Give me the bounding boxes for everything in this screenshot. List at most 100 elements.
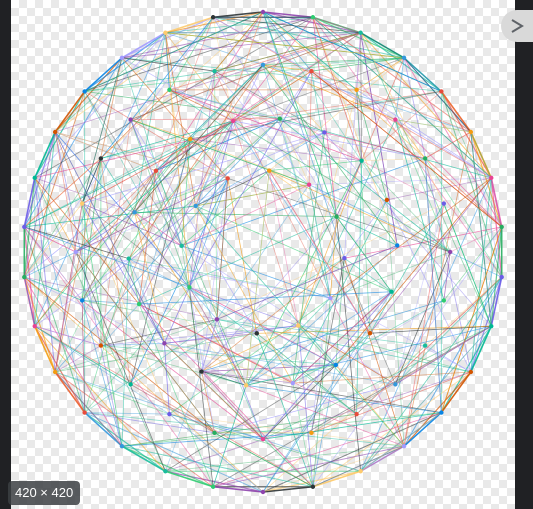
graph-edge bbox=[34, 16, 314, 179]
graph-vertices bbox=[22, 9, 504, 495]
graph-edge bbox=[54, 131, 190, 288]
graph-vertex bbox=[322, 130, 327, 135]
graph-edge bbox=[360, 32, 442, 92]
graph-edge bbox=[233, 120, 426, 159]
graph-edge bbox=[440, 91, 503, 278]
graph-edge bbox=[54, 131, 77, 253]
graph-edge bbox=[100, 89, 170, 159]
graph-edge bbox=[34, 177, 140, 305]
graph-edge bbox=[386, 199, 405, 447]
graph-edge bbox=[181, 139, 191, 246]
graph-vertex bbox=[163, 30, 168, 35]
graph-vertex bbox=[310, 15, 316, 20]
graph-edge bbox=[165, 364, 337, 472]
graph-edge bbox=[23, 158, 102, 278]
graph-edge bbox=[75, 251, 331, 299]
graph-edge bbox=[82, 132, 325, 204]
graph-edge bbox=[308, 184, 502, 278]
graph-edge bbox=[335, 177, 492, 366]
graph-edge bbox=[54, 131, 165, 344]
graph-edge bbox=[134, 138, 191, 213]
graph-edge bbox=[121, 57, 442, 92]
graph-vertex bbox=[260, 437, 266, 442]
graph-edge bbox=[165, 470, 264, 493]
graph-edge bbox=[81, 158, 102, 301]
graph-edge bbox=[292, 382, 314, 487]
graph-vertex bbox=[254, 331, 259, 336]
graph-edge bbox=[246, 384, 442, 413]
graph-edge bbox=[164, 342, 396, 385]
graph-edge bbox=[82, 300, 257, 334]
graph-edge bbox=[233, 91, 442, 122]
graph-edge bbox=[262, 11, 357, 91]
graph-edge bbox=[165, 470, 214, 488]
graph-edge bbox=[279, 118, 331, 299]
graph-edge bbox=[311, 258, 345, 433]
graph-edge bbox=[190, 91, 442, 140]
graph-edge bbox=[54, 371, 123, 447]
graph-edge bbox=[169, 89, 218, 320]
graph-edge bbox=[190, 138, 362, 162]
graph-edge bbox=[54, 371, 85, 413]
graph-edge bbox=[443, 251, 451, 301]
graph-edge bbox=[181, 245, 396, 385]
graph-edge bbox=[24, 226, 129, 259]
graph-edge bbox=[262, 64, 312, 72]
graph-edge bbox=[84, 412, 215, 434]
graph-vertex bbox=[393, 382, 398, 387]
graph-edge bbox=[330, 177, 492, 299]
chevron-share-icon bbox=[511, 19, 524, 33]
graph-edge bbox=[201, 178, 229, 372]
graph-edge bbox=[360, 32, 492, 327]
graph-edge bbox=[395, 276, 502, 385]
graph-vertex bbox=[243, 383, 249, 388]
graph-vertex bbox=[499, 224, 504, 230]
graph-vertex bbox=[32, 323, 37, 329]
graph-edge bbox=[394, 203, 445, 385]
graph-edge bbox=[23, 131, 56, 228]
graph-edge bbox=[424, 158, 502, 228]
graph-edge bbox=[212, 445, 405, 488]
graph-edge bbox=[343, 32, 362, 259]
graph-edge bbox=[34, 325, 170, 415]
graph-edge bbox=[297, 325, 405, 447]
graph-edge bbox=[201, 257, 345, 372]
graph-edge bbox=[100, 303, 140, 346]
graph-vertex bbox=[163, 469, 168, 474]
graph-edge bbox=[262, 64, 396, 120]
graph-edge bbox=[336, 216, 392, 292]
graph-edge bbox=[356, 89, 492, 179]
graph-vertex bbox=[296, 323, 301, 328]
graph-edge bbox=[121, 432, 312, 447]
graph-edge bbox=[262, 57, 405, 66]
graph-edge bbox=[55, 371, 170, 415]
preview-image[interactable] bbox=[11, 0, 515, 509]
graph-edge bbox=[84, 32, 166, 92]
graph-vertex bbox=[22, 224, 27, 230]
graph-vertex bbox=[267, 168, 272, 173]
graph-edge bbox=[246, 325, 492, 386]
graph-edge bbox=[165, 445, 405, 472]
graph-edge bbox=[24, 203, 83, 278]
graph-vertex bbox=[167, 87, 172, 93]
graph-edge bbox=[246, 384, 405, 447]
graph-vertex bbox=[439, 89, 444, 94]
graph-edge bbox=[308, 184, 331, 299]
graph-edge bbox=[201, 364, 336, 372]
graph-vertex bbox=[309, 430, 314, 436]
graph-edge bbox=[128, 64, 264, 259]
share-button[interactable] bbox=[501, 10, 533, 42]
graph-edge bbox=[213, 16, 361, 34]
graph-edge bbox=[324, 132, 492, 327]
graph-edge bbox=[330, 251, 451, 299]
graph-edge bbox=[195, 120, 234, 207]
graph-vertex bbox=[401, 443, 407, 449]
graph-vertex bbox=[212, 430, 217, 436]
graph-vertex bbox=[310, 484, 316, 489]
graph-edge bbox=[201, 300, 444, 372]
graph-edge bbox=[165, 16, 313, 34]
graph-edge bbox=[55, 131, 157, 172]
graph-edge bbox=[81, 120, 234, 204]
graph-edge bbox=[24, 226, 83, 301]
graph-edge bbox=[490, 177, 503, 228]
